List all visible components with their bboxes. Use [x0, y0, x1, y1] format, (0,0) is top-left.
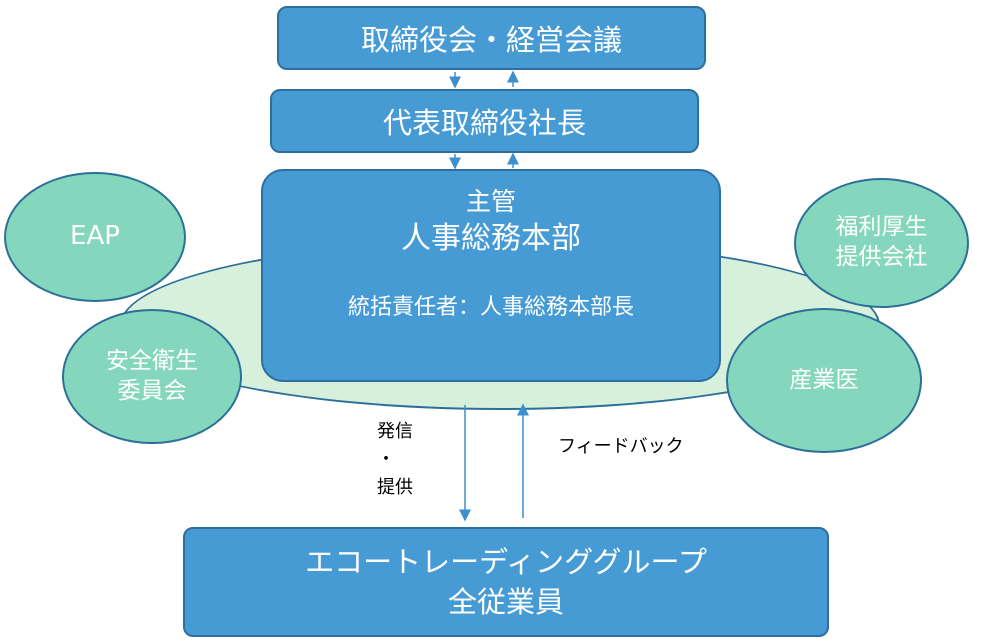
hq-role: 主管 [465, 187, 516, 216]
president-box: 代表取締役社長 [270, 89, 699, 153]
send-label-line1: 発信 [377, 421, 413, 442]
doctor-label: 産業医 [789, 366, 859, 393]
hq-manager: 統括責任者：人事総務本部長 [347, 295, 634, 320]
employees-line2: 全従業員 [447, 585, 564, 619]
board-box: 取締役会・経営会議 [277, 6, 706, 70]
send-label-line3: 提供 [377, 477, 413, 498]
safety-label-line2: 委員会 [117, 377, 187, 404]
welfare-label-line1: 福利厚生 [835, 214, 928, 241]
feedback-label: フィードバック [558, 436, 684, 457]
hq-box: 主管 人事総務本部 統括責任者：人事総務本部長 [261, 169, 721, 382]
hq-name: 人事総務本部 [401, 221, 581, 256]
industrial-doctor-circle: 産業医 [726, 308, 922, 453]
president-label: 代表取締役社長 [382, 106, 586, 140]
eap-label: EAP [70, 221, 120, 252]
employees-box: エコートレーディンググループ 全従業員 [183, 527, 829, 637]
welfare-provider-circle: 福利厚生 提供会社 [794, 178, 969, 308]
send-label: 発信 ・ 提供 [377, 418, 437, 502]
safety-label-line1: 安全衛生 [106, 347, 198, 374]
eap-circle: EAP [4, 172, 186, 302]
board-label: 取締役会・経営会議 [360, 23, 622, 57]
welfare-label-line2: 提供会社 [835, 244, 928, 270]
safety-committee-circle: 安全衛生 委員会 [62, 309, 242, 444]
send-label-line2: ・ [377, 449, 395, 470]
employees-line1: エコートレーディンググループ [305, 545, 707, 579]
